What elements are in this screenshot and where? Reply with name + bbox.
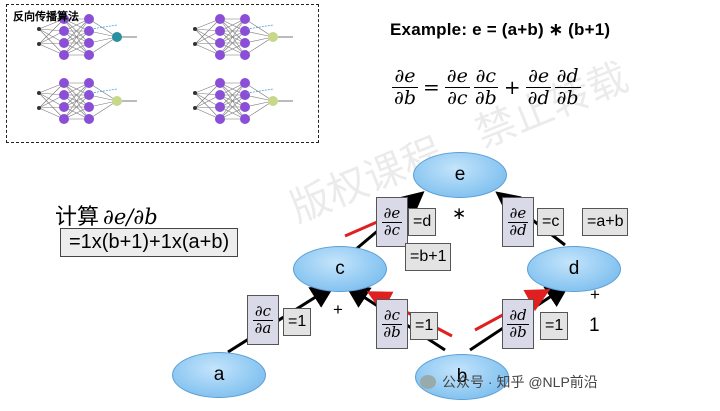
thumbnail-mini-network: [193, 78, 293, 124]
thumbnail-neuron: [215, 114, 225, 124]
thumbnail-neuron: [84, 26, 94, 36]
wechat-logo-icon: [420, 375, 436, 389]
thumbnail-neuron: [268, 96, 278, 106]
edge-a-c: [227, 284, 336, 354]
thumbnail-mini-network: [37, 14, 137, 60]
tile-dd-db: ∂d∂b: [502, 299, 534, 349]
formula-term4: ∂d∂b: [554, 65, 581, 109]
thumbnail-neuron: [193, 106, 197, 110]
thumbnail-neuron: [59, 114, 69, 124]
thumbnail-mini-network: [193, 14, 293, 60]
thumbnail-neuron: [215, 50, 225, 60]
thumbnail-neuron: [59, 78, 69, 88]
chain-rule-formula: ∂e∂b = ∂e∂c ∂c∂b + ∂e∂d ∂d∂b: [392, 66, 581, 109]
thumbnail-neuron: [84, 14, 94, 24]
thumbnail-neuron: [37, 42, 41, 46]
thumbnail-neuron: [112, 32, 122, 42]
value-dc-da: =1: [283, 308, 312, 336]
thumbnail-neuron: [240, 14, 250, 24]
credit-line: 公众号 · 知乎 @NLP前沿: [420, 372, 598, 392]
formula-term2: ∂c∂b: [473, 65, 499, 109]
operator-constant-one: 1: [589, 315, 600, 336]
compute-prefix: 计算: [55, 204, 100, 229]
formula-plus: +: [503, 75, 521, 100]
thumbnail-neuron: [215, 78, 225, 88]
thumbnail-neuron: [59, 14, 69, 24]
tile-de-dc: ∂e∂c: [376, 197, 408, 247]
thumbnail-panel: 反向传播算法: [6, 4, 319, 143]
node-e: e: [413, 152, 507, 198]
compute-expression: ∂e/∂b: [103, 205, 158, 229]
thumbnail-neuron: [215, 38, 225, 48]
thumbnail-neuron: [215, 26, 225, 36]
operator-plus-d: +: [590, 285, 600, 304]
formula-lhs: ∂e∂b: [392, 65, 418, 109]
thumbnail-neuron: [59, 102, 69, 112]
node-a: a: [172, 352, 266, 398]
thumbnail-neuron: [240, 50, 250, 60]
thumbnail-neuron: [112, 96, 122, 106]
formula-term1: ∂e∂c: [444, 65, 470, 109]
thumbnail-neuron: [215, 90, 225, 100]
thumbnail-neuron: [240, 114, 250, 124]
formula-term3: ∂e∂d: [526, 65, 552, 109]
thumbnail-neuron: [240, 90, 250, 100]
thumbnail-title: 反向传播算法: [13, 11, 79, 23]
thumbnail-neuron: [59, 90, 69, 100]
thumbnail-neuron: [37, 106, 41, 110]
thumbnail-neuron: [215, 102, 225, 112]
tile-dc-da: ∂c∂a: [247, 295, 279, 345]
thumbnail-neuron: [240, 26, 250, 36]
node-c: c: [293, 246, 387, 292]
value-de-dd-expanded: =a+b: [582, 208, 629, 236]
thumbnail-neuron: [193, 27, 197, 31]
thumbnail-neuron: [84, 78, 94, 88]
value-de-dc-expanded: =b+1: [405, 243, 452, 271]
thumbnail-network-figure: [37, 14, 293, 124]
headline: Example: e = (a+b) ∗ (b+1): [390, 20, 611, 39]
operator-plus-c: +: [333, 300, 343, 319]
value-de-dd: =c: [537, 208, 565, 236]
tile-de-dd: ∂e∂d: [502, 197, 534, 247]
thumbnail-neuron: [84, 102, 94, 112]
thumbnail-neuron: [84, 50, 94, 60]
thumbnail-neuron: [240, 38, 250, 48]
thumbnail-neuron: [59, 38, 69, 48]
operator-multiply: ∗: [452, 204, 467, 223]
tile-dc-db: ∂c∂b: [376, 299, 408, 349]
credit-text: 公众号 · 知乎 @NLP前沿: [442, 374, 598, 390]
thumbnail-neuron: [59, 50, 69, 60]
thumbnail-neuron: [84, 114, 94, 124]
thumbnail-neuron: [215, 14, 225, 24]
thumbnail-neuron: [240, 78, 250, 88]
thumbnail-neuron: [193, 91, 197, 95]
thumbnail-neuron: [59, 26, 69, 36]
thumbnail-neuron: [84, 90, 94, 100]
thumbnail-neuron: [37, 91, 41, 95]
thumbnail-neuron: [37, 27, 41, 31]
thumbnail-neuron: [268, 32, 278, 42]
thumbnail-neuron: [193, 42, 197, 46]
compute-label: 计算 ∂e/∂b: [55, 199, 158, 231]
value-dc-db: =1: [410, 312, 439, 340]
value-de-dc: =d: [408, 208, 437, 236]
thumbnail-mini-network: [37, 78, 137, 124]
value-dd-db: =1: [540, 312, 569, 340]
thumbnail-neuron: [240, 102, 250, 112]
node-d: d: [527, 246, 621, 292]
formula-equals: =: [423, 75, 440, 100]
compute-result: =1x(b+1)+1x(a+b): [60, 228, 239, 257]
thumbnail-neuron: [84, 38, 94, 48]
